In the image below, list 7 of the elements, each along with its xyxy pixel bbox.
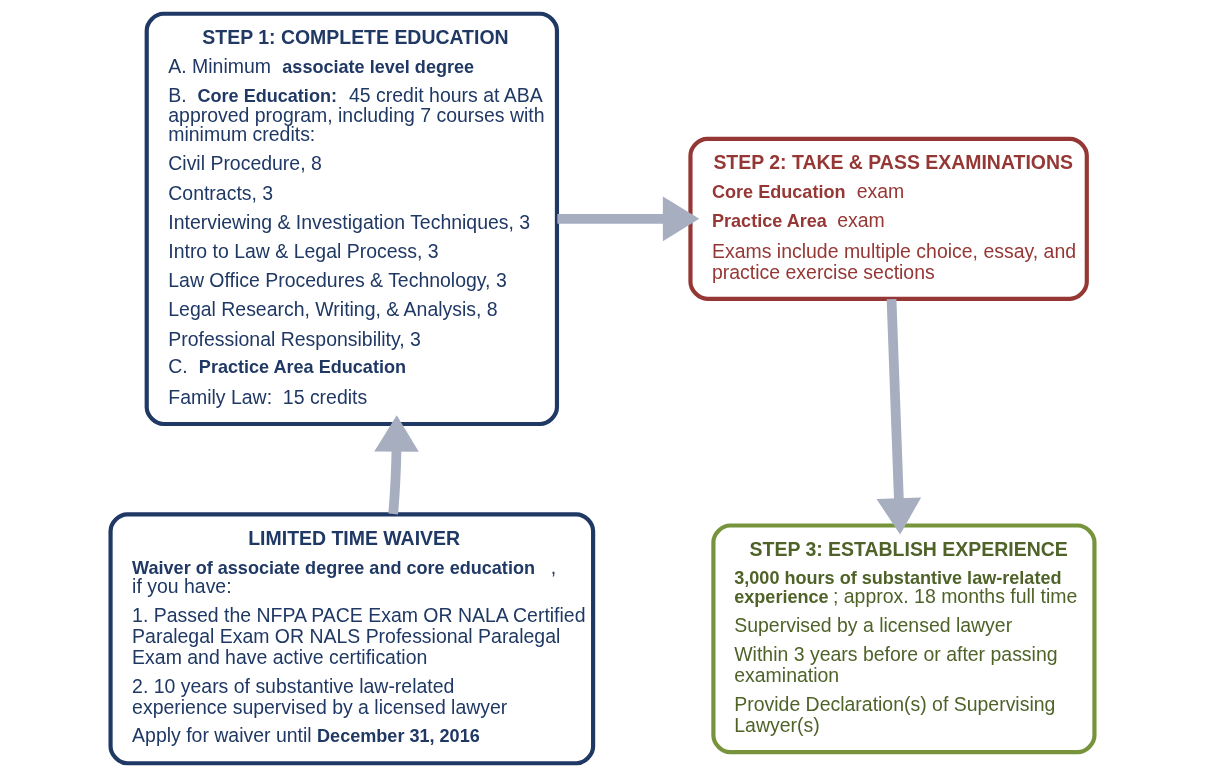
node-box: STEP 1: COMPLETE EDUCATION A. Minimum associate level degree B. Core Education: 45 credit hours at ABA approved program, including 7 courses with minimum credits: Civil Procedure, 8 Contracts, 3 Interviewing & Investigation Techniques, 3 Intro to Law & Legal Process, 3 Law Office Procedures & Technology, 3 Legal Research, Writing, & Analysis, 8 Professional Responsibility, 3 C. Practice Area Education Family Law: 15 credits bbox=[144, 11, 560, 427]
arrow bbox=[557, 196, 700, 242]
node-box: STEP 3: ESTABLISH EXPERIENCE 3,000 hours of substantive law-related experience; approx. 18 months full time Supervised by a licensed lawyer Within 3 years before or after passing examination Provide Declaration(s) of Supervising Lawyer(s) bbox=[711, 523, 1097, 755]
node-box: LIMITED TIME WAIVER Waiver of associate degree and core education, if you have: 1. Passed the NFPA PACE Exam OR NALA Certified Paralegal Exam OR NALS Professional Paralegal Exam and have active certification 2. 10 years of substantive law-related experience supervised by a licensed lawyer Apply for waiver until December 31, 2016 bbox=[108, 512, 596, 766]
arrow bbox=[374, 415, 419, 515]
node-box: STEP 2: TAKE & PASS EXAMINATIONS Core Education exam Practice Area exam Exams include multiple choice, essay, and practice exercise sections bbox=[688, 136, 1089, 301]
arrow bbox=[876, 299, 922, 535]
